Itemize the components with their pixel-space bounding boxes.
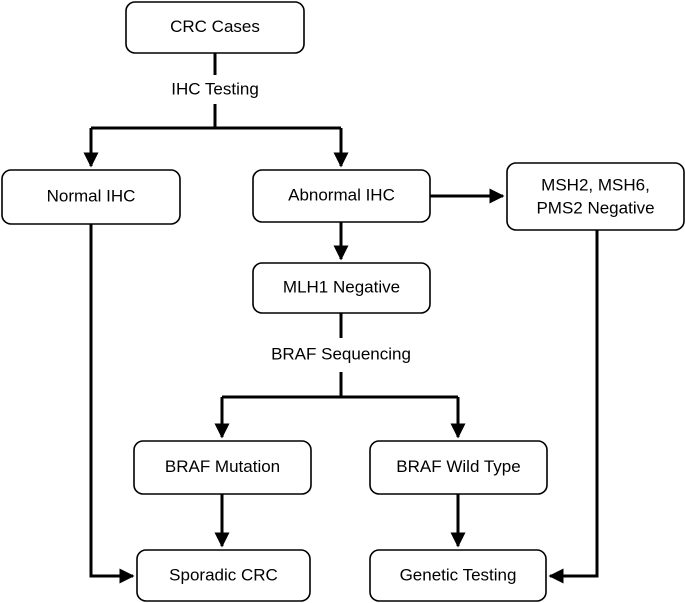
node-crc-cases: CRC Cases [125,1,305,54]
node-sporadic-crc: Sporadic CRC [136,549,311,602]
node-normal-ihc-label: Normal IHC [47,186,136,205]
node-normal-ihc: Normal IHC [1,169,181,225]
node-genetic-testing-label: Genetic Testing [400,565,517,584]
node-mlh1-negative-label: MLH1 Negative [283,277,400,296]
braf-sequencing-text: BRAF Sequencing [271,344,411,363]
node-msh-negative-line2: PMS2 Negative [536,198,654,217]
node-abnormal-ihc: Abnormal IHC [252,169,431,223]
edge-normal-to-sporadic [89,224,135,584]
node-sporadic-crc-label: Sporadic CRC [169,565,278,584]
node-msh-negative: MSH2, MSH6, PMS2 Negative [506,162,685,231]
ihc-testing-text: IHC Testing [171,79,259,98]
edge-braf-branch [222,372,458,399]
ihc-testing-label: IHC Testing [171,79,259,98]
node-msh-negative-line1: MSH2, MSH6, [541,175,650,194]
node-braf-mutation-label: BRAF Mutation [165,457,280,476]
edge-msh-to-genetic [548,230,599,584]
node-crc-cases-label: CRC Cases [170,17,260,36]
edge-ihc-branch [91,104,341,130]
node-abnormal-ihc-label: Abnormal IHC [288,185,395,204]
node-braf-wild-type: BRAF Wild Type [369,440,548,495]
node-mlh1-negative: MLH1 Negative [252,262,431,314]
node-braf-mutation: BRAF Mutation [133,440,312,495]
node-genetic-testing: Genetic Testing [369,549,547,602]
edges [83,53,599,584]
braf-sequencing-label: BRAF Sequencing [271,344,411,363]
node-braf-wild-type-label: BRAF Wild Type [396,457,520,476]
